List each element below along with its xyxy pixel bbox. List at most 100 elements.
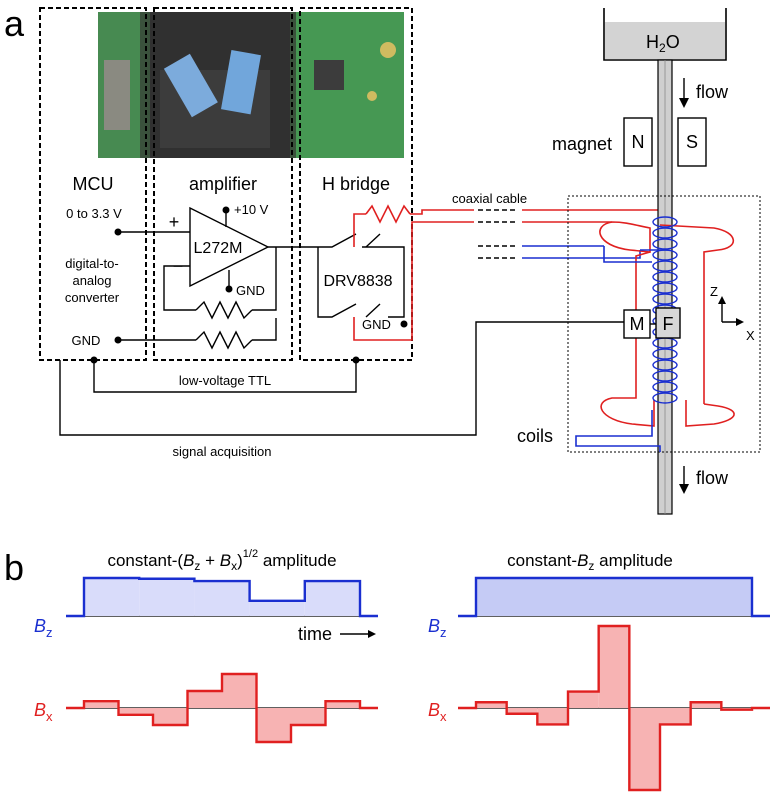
solenoid-turn bbox=[652, 348, 678, 360]
dac-voltage-label: 0 to 3.3 V bbox=[66, 206, 122, 221]
solenoid-turn bbox=[652, 293, 678, 305]
flow-label-top: flow bbox=[696, 82, 729, 102]
hb-right-rail bbox=[362, 246, 405, 318]
dac-label-2: analog bbox=[72, 273, 111, 288]
amp-gnd-label: GND bbox=[236, 283, 265, 298]
step-segment bbox=[194, 581, 250, 616]
hb-gnd-label: GND bbox=[362, 317, 391, 332]
bx-label-right: Bx bbox=[428, 700, 447, 724]
step-segment bbox=[506, 708, 538, 714]
step-segment bbox=[84, 701, 119, 708]
panel-b-label: b bbox=[4, 547, 24, 588]
mcu-box bbox=[39, 7, 147, 361]
step-segment bbox=[598, 626, 630, 708]
amplifier-box bbox=[153, 7, 293, 361]
waveform-bx-left bbox=[66, 672, 378, 744]
step-line bbox=[458, 576, 770, 618]
amp-gnd-node bbox=[225, 285, 233, 293]
ttl-node-right bbox=[352, 356, 360, 364]
dac-label-3: converter bbox=[65, 290, 120, 305]
gnd-resistor bbox=[195, 330, 253, 350]
step-segment bbox=[545, 578, 614, 616]
waveform-charts bbox=[66, 576, 770, 792]
step-segment bbox=[256, 708, 291, 742]
feedback-wire-right bbox=[252, 247, 277, 311]
step-segment bbox=[118, 708, 153, 715]
solenoid-turn bbox=[652, 359, 678, 371]
solenoid-turn bbox=[652, 370, 678, 382]
right-chart-title: constant-Bz amplitude bbox=[507, 551, 673, 573]
solenoid-turn bbox=[652, 271, 678, 283]
coax-label: coaxial cable bbox=[452, 191, 527, 206]
acquisition-wire bbox=[59, 321, 624, 436]
amplifier-label: amplifier bbox=[189, 174, 257, 194]
pole-s-label: S bbox=[686, 132, 698, 152]
solenoid-turn bbox=[652, 216, 678, 228]
step-segment bbox=[291, 708, 326, 725]
bz-label-right: Bz bbox=[428, 616, 447, 640]
step-segment bbox=[476, 702, 507, 708]
step-line bbox=[66, 672, 378, 744]
x-arrowhead bbox=[736, 318, 744, 326]
solenoid-turn bbox=[652, 381, 678, 393]
step-segment bbox=[222, 674, 257, 708]
panel-a-label: a bbox=[4, 3, 25, 44]
opamp-plus: + bbox=[169, 212, 180, 232]
mcu-gnd-label: GND bbox=[72, 333, 101, 348]
z-axis-label: Z bbox=[710, 284, 718, 299]
hb-gnd-node bbox=[400, 320, 408, 328]
ttl-label: low-voltage TTL bbox=[179, 373, 271, 388]
step-segment bbox=[476, 578, 545, 616]
coax-red-1 bbox=[410, 209, 474, 215]
series-resistor bbox=[365, 204, 411, 224]
x-axis-label: X bbox=[746, 328, 755, 343]
step-segment bbox=[537, 708, 568, 725]
feedback-resistor bbox=[195, 300, 253, 320]
dac-label-1: digital-to- bbox=[65, 256, 118, 271]
bx-label-left: Bx bbox=[34, 700, 53, 724]
water bbox=[605, 22, 725, 59]
step-line bbox=[458, 624, 770, 792]
red-coils bbox=[599, 221, 735, 427]
blue-lead-bottom bbox=[575, 410, 661, 452]
waveform-bz-left bbox=[66, 576, 378, 618]
m-box bbox=[623, 309, 651, 339]
opamp-triangle bbox=[189, 206, 270, 288]
step-segment bbox=[660, 708, 691, 725]
step-segment bbox=[568, 691, 599, 708]
hbridge-chip-label: DRV8838 bbox=[323, 273, 392, 290]
hb-switch-tr bbox=[365, 233, 381, 248]
time-label: time bbox=[298, 624, 332, 644]
hb-switch-br bbox=[365, 303, 381, 318]
solenoid-turn bbox=[652, 392, 678, 404]
coax-red-2 bbox=[353, 221, 474, 341]
coils-label: coils bbox=[517, 426, 553, 446]
solenoid-turn bbox=[652, 238, 678, 250]
coil-enclosure bbox=[567, 195, 761, 453]
z-arrowhead bbox=[718, 296, 726, 304]
drive-wire-top bbox=[353, 213, 366, 247]
solenoid-turn bbox=[652, 260, 678, 272]
m-label: M bbox=[630, 314, 645, 334]
step-segment bbox=[614, 578, 683, 616]
hb-switch-bl bbox=[317, 247, 357, 318]
magnet-s bbox=[677, 117, 707, 167]
waveform-bx-right bbox=[458, 624, 770, 792]
supply-node bbox=[222, 206, 230, 214]
step-segment bbox=[683, 578, 752, 616]
flow-label-bottom: flow bbox=[696, 468, 729, 488]
step-segment bbox=[187, 691, 222, 708]
mcu-label: MCU bbox=[73, 174, 114, 194]
waveform-bz-right bbox=[458, 576, 770, 618]
solenoid-turn bbox=[652, 227, 678, 239]
step-segment bbox=[84, 578, 140, 616]
ttl-node-left bbox=[90, 356, 98, 364]
f-box bbox=[655, 307, 681, 339]
magnet-label: magnet bbox=[552, 134, 612, 154]
hb-switch-tl bbox=[318, 233, 357, 248]
step-segment bbox=[304, 581, 360, 616]
gnd-resistor-wire bbox=[252, 318, 277, 341]
step-segment bbox=[325, 701, 360, 708]
solenoid-turn bbox=[652, 282, 678, 294]
